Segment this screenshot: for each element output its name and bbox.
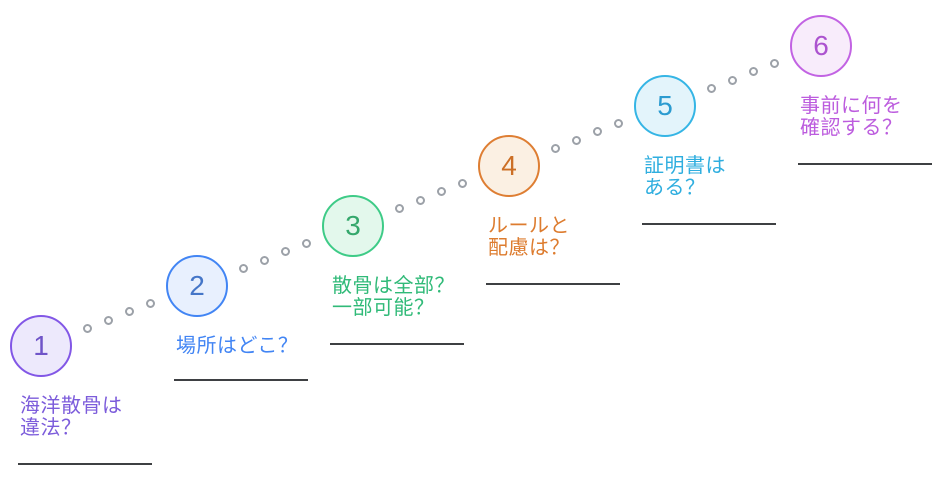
step-4-number: 4 [501,150,517,181]
connector-dot [706,83,716,93]
step-5-label: 証明書は ある？ [644,155,726,199]
connector-dot [146,299,156,309]
connector-dot [727,75,737,85]
connector-dot [259,255,269,265]
connector-dot [415,195,425,205]
connector-dot [103,315,113,325]
step-5-underline [642,223,776,225]
step-3-label: 散骨は全部？ 一部可能？ [332,275,455,319]
connector-dot [394,203,404,213]
step-6-number: 6 [813,30,829,61]
step-3-circle: 3 [322,195,384,257]
connector-dot [749,67,759,77]
connector-dot [82,323,92,333]
connector-dot [550,143,560,153]
connector-dot [614,119,624,129]
step-3-number: 3 [345,210,361,241]
step-1-underline [18,463,152,465]
step-6-label: 事前に何を 確認する？ [800,95,903,139]
step-5-circle: 5 [634,75,696,137]
step-4-label: ルールと 配慮は？ [488,215,570,259]
step-3-underline [330,343,464,345]
connector-dot [458,179,468,189]
connector-dot [281,247,291,257]
step-1-label: 海洋散骨は 違法？ [20,395,123,439]
step-6-circle: 6 [790,15,852,77]
step-4-underline [486,283,620,285]
connector-dot [770,59,780,69]
step-5-number: 5 [657,90,673,121]
step-4-circle: 4 [478,135,540,197]
connector-dot [593,127,603,137]
step-2-underline [174,379,308,381]
connector-dot [437,187,447,197]
connector-dot [302,239,312,249]
step-2-circle: 2 [166,255,228,317]
step-1-circle: 1 [10,315,72,377]
step-1-number: 1 [33,330,49,361]
connector-dot [571,135,581,145]
connector-dot [238,263,248,273]
step-2-label: 場所はどこ？ [176,335,299,357]
step-2-number: 2 [189,270,205,301]
connector-dot [125,307,135,317]
step-6-underline [798,163,932,165]
